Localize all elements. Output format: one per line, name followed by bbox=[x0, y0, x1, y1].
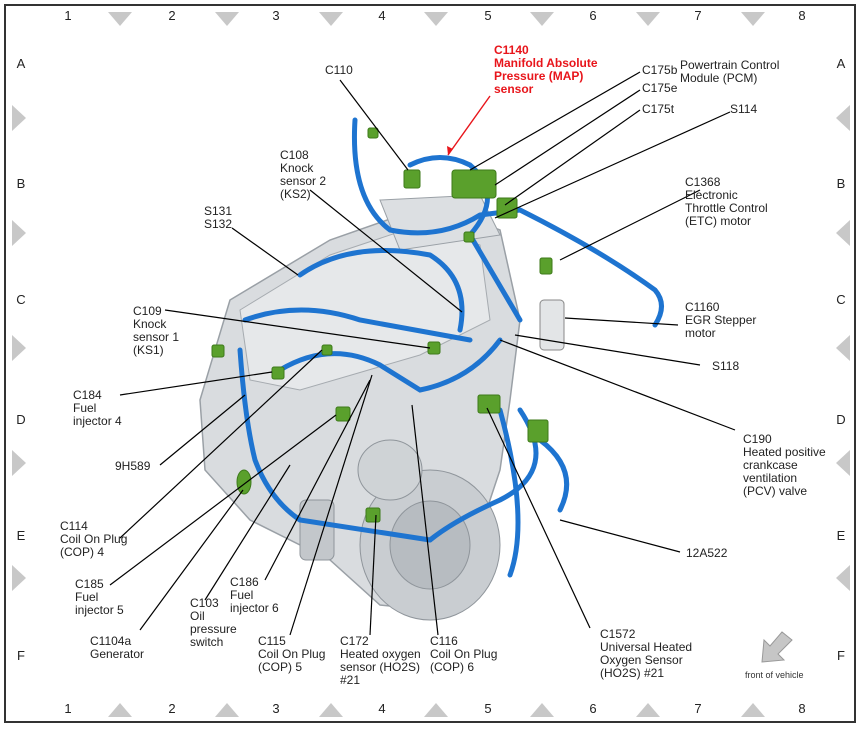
label-c1104a-generator: C1104a Generator bbox=[90, 634, 145, 661]
label-c184-fuel-injector-4: C184 Fuel injector 4 bbox=[73, 388, 122, 428]
label-c110: C110 bbox=[325, 63, 353, 77]
label-c172-ho2s: C172 Heated oxygen sensor (HO2S) #21 bbox=[340, 634, 421, 687]
grid-col-6: 6 bbox=[589, 8, 597, 23]
label-c1368-etc-motor: C1368 Electronic Throttle Control (ETC) … bbox=[685, 175, 768, 228]
grid-col-5: 5 bbox=[484, 8, 492, 23]
grid-col-2: 2 bbox=[168, 8, 176, 23]
grid-row-e-right: E bbox=[836, 528, 846, 543]
label-s118: S118 bbox=[712, 359, 740, 373]
label-c175b: C175b bbox=[642, 63, 678, 77]
label-c1140-map-sensor: C1140 Manifold Absolute Pressure (MAP) s… bbox=[494, 43, 598, 96]
grid-row-f-right: F bbox=[837, 648, 845, 663]
label-pcm: Powertrain Control Module (PCM) bbox=[680, 58, 780, 85]
label-c1572-uho2s: C1572 Universal Heated Oxygen Sensor (HO… bbox=[600, 627, 693, 680]
label-s114: S114 bbox=[730, 102, 758, 116]
wiring-harness bbox=[237, 117, 664, 578]
label-c114-cop-4: C114 Coil On Plug (COP) 4 bbox=[60, 519, 128, 559]
grid-row-b: B bbox=[16, 176, 26, 191]
egr-stepper-motor bbox=[539, 299, 565, 351]
label-c175e: C175e bbox=[642, 81, 678, 95]
grid-col-5-bottom: 5 bbox=[484, 701, 492, 716]
label-c175t: C175t bbox=[642, 102, 675, 116]
grid-col-4: 4 bbox=[378, 8, 386, 23]
grid-col-7-bottom: 7 bbox=[694, 701, 702, 716]
label-c115-cop-5: C115 Coil On Plug (COP) 5 bbox=[258, 634, 326, 674]
grid-col-1: 1 bbox=[64, 8, 72, 23]
grid-markers bbox=[12, 12, 850, 717]
grid-row-a: A bbox=[16, 56, 26, 71]
label-s131-s132: S131 S132 bbox=[204, 204, 233, 231]
label-c116-cop-6: C116 Coil On Plug (COP) 6 bbox=[430, 634, 498, 674]
label-9h589: 9H589 bbox=[115, 459, 151, 473]
grid-col-3-bottom: 3 bbox=[272, 701, 280, 716]
grid-row-d: D bbox=[16, 412, 26, 427]
grid-col-4-bottom: 4 bbox=[378, 701, 386, 716]
leader-lines bbox=[109, 71, 736, 636]
label-c185-fuel-injector-5: C185 Fuel injector 5 bbox=[75, 577, 124, 617]
grid-row-c: C bbox=[16, 292, 26, 307]
label-c103-oil-pressure: C103 Oil pressure switch bbox=[190, 596, 237, 649]
grid-col-6-bottom: 6 bbox=[589, 701, 597, 716]
label-c186-fuel-injector-6: C186 Fuel injector 6 bbox=[230, 575, 279, 615]
grid-row-f: F bbox=[17, 648, 25, 663]
grid-row-e: E bbox=[16, 528, 26, 543]
front-of-vehicle-label: front of vehicle bbox=[745, 670, 804, 680]
grid-col-7: 7 bbox=[694, 8, 702, 23]
grid-row-c-right: C bbox=[836, 292, 846, 307]
grid-col-1-bottom: 1 bbox=[64, 701, 72, 716]
grid-col-8-bottom: 8 bbox=[798, 701, 806, 716]
grid-row-b-right: B bbox=[836, 176, 846, 191]
label-c108-knock-sensor-2: C108 Knock sensor 2 (KS2) bbox=[280, 148, 327, 201]
grid-col-3: 3 bbox=[272, 8, 280, 23]
grid-col-2-bottom: 2 bbox=[168, 701, 176, 716]
label-12a522: 12A522 bbox=[686, 546, 728, 560]
label-c109-knock-sensor-1: C109 Knock sensor 1 (KS1) bbox=[133, 304, 180, 357]
grid-col-8: 8 bbox=[798, 8, 806, 23]
label-c1160-egr-stepper: C1160 EGR Stepper motor bbox=[685, 300, 757, 340]
grid-row-d-right: D bbox=[836, 412, 846, 427]
front-of-vehicle-arrow-icon bbox=[761, 631, 793, 663]
grid-row-a-right: A bbox=[836, 56, 846, 71]
map-sensor-leader bbox=[447, 95, 491, 156]
label-c190-pcv-valve: C190 Heated positive crankcase ventilati… bbox=[743, 432, 826, 498]
